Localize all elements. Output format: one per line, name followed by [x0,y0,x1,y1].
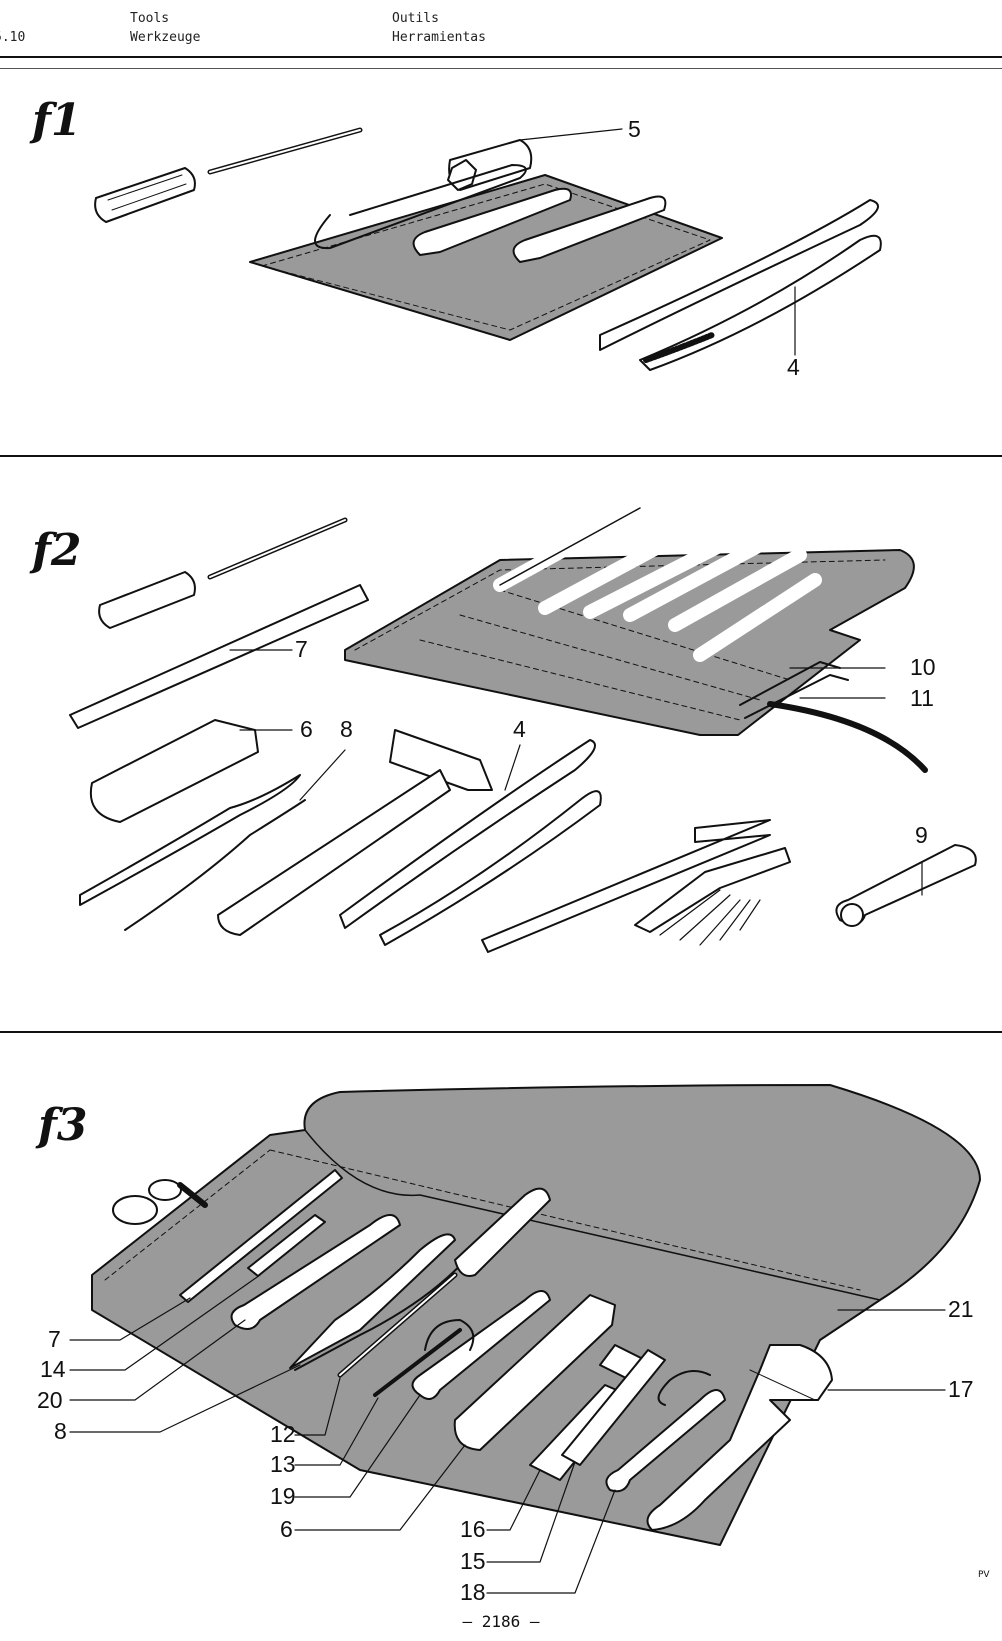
figure-2-label: f2 [32,525,82,576]
callout-fig2-6: 6 [300,716,313,742]
corner-mark: PV [978,1570,990,1580]
callout-fig3-14: 14 [40,1356,66,1382]
callout-fig3-21: 21 [948,1296,974,1322]
callout-fig3-8: 8 [54,1418,67,1444]
page-number: – 2186 – [462,1612,540,1631]
title-german: Werkzeuge [130,30,201,45]
callout-fig3-12: 12 [270,1421,296,1447]
figure-1-art [94,127,882,371]
title-french: Outils [392,11,439,26]
callout-fig2-7: 7 [295,636,308,662]
figure-3-label: f3 [38,1100,88,1151]
figure-1-label: f1 [32,95,82,146]
divider-1 [0,455,1002,457]
callout-fig2-10: 10 [910,654,936,680]
figure-3-art [69,1084,981,1594]
callout-fig3-13: 13 [270,1451,296,1477]
divider-2 [0,1031,1002,1033]
callout-fig3-6: 6 [280,1516,293,1542]
callout-fig3-20: 20 [37,1387,63,1413]
callout-fig2-4: 4 [513,716,526,742]
callout-fig3-17: 17 [948,1376,974,1402]
callout-fig3-7: 7 [48,1326,61,1352]
callout-fig3-19: 19 [270,1483,296,1509]
callout-fig2-9: 9 [915,822,928,848]
header-rule-thin [0,68,1002,69]
callout-fig2-11: 11 [910,685,934,711]
title-english: Tools [130,11,170,26]
callout-fig3-18: 18 [460,1579,486,1605]
callout-fig2-8: 8 [340,716,353,742]
header-rule [0,56,1002,58]
callout-fig1-5: 5 [628,116,641,142]
callout-fig3-16: 16 [460,1516,486,1542]
figure-2-art [69,501,977,953]
section-number: 5.10 [0,30,26,45]
callout-fig3-15: 15 [460,1548,486,1574]
callout-fig1-4: 4 [787,354,800,380]
title-spanish: Herramientas [392,30,486,45]
